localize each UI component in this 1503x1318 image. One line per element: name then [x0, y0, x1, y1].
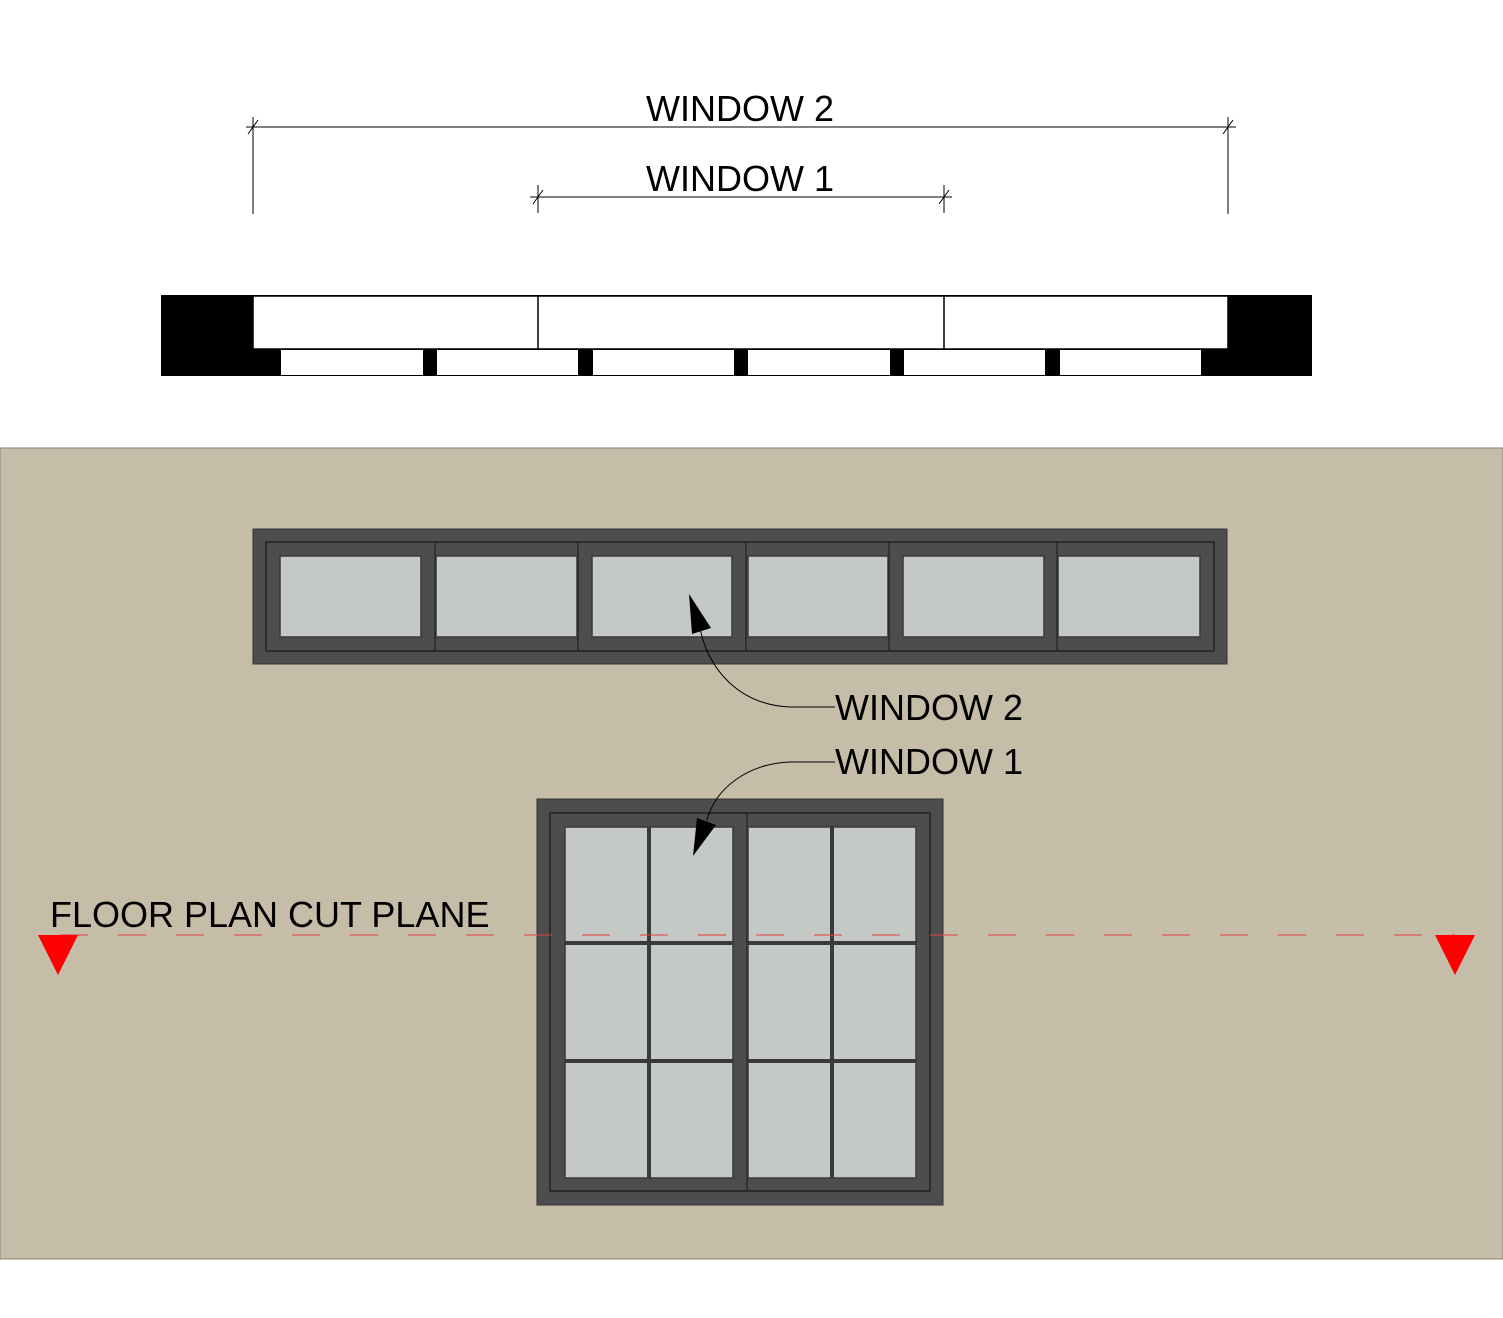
leader-window-1 [693, 761, 835, 856]
arrowhead-icon [689, 594, 711, 634]
cut-marker-right-icon [1435, 935, 1475, 975]
leader-window-2 [689, 594, 835, 708]
floor-plan-cut-plane [38, 934, 1475, 975]
cut-plane-label: FLOOR PLAN CUT PLANE [50, 894, 489, 935]
plan-section [161, 295, 1312, 376]
tag-window-1: WINDOW 1 [835, 741, 1023, 782]
dimension-window-1 [530, 185, 952, 213]
cut-marker-left-icon [38, 935, 78, 975]
dimension-label-window-1: WINDOW 1 [646, 158, 834, 199]
dimension-label-window-2: WINDOW 2 [646, 88, 834, 129]
arrowhead-icon [693, 818, 716, 856]
window-2 [252, 528, 1228, 665]
tag-window-2: WINDOW 2 [835, 687, 1023, 728]
window-1 [536, 798, 944, 1206]
dimension-window-2 [246, 117, 1236, 214]
